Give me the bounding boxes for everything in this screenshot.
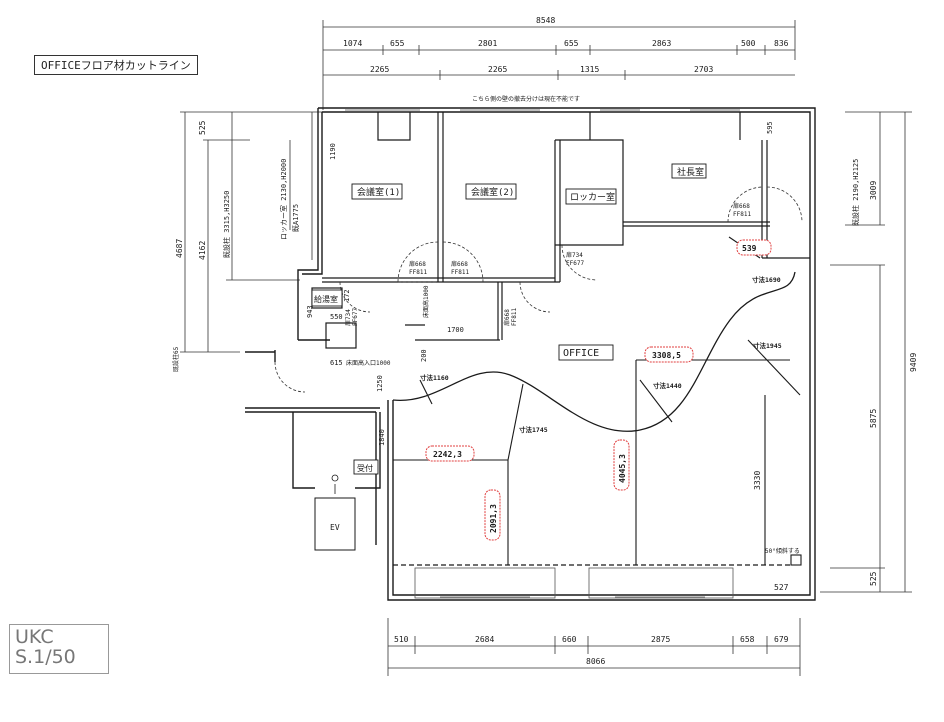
dim-top-r1-f: 500 xyxy=(741,39,756,48)
marked-dim-3308: 3308,5 xyxy=(652,351,681,360)
dim-left-w1: 既A1775 xyxy=(292,204,300,232)
dim-left-w2: 1190 xyxy=(329,143,337,160)
dim-bottom-total: 8066 xyxy=(586,657,605,666)
marked-dim-2091: 2091,3 xyxy=(489,504,498,533)
room-ev: EV xyxy=(330,523,340,532)
dim-left-outer: 4687 xyxy=(175,239,184,258)
dim-left-column: 既設柱 3315,H3250 xyxy=(222,191,231,258)
dim-right-low: 525 xyxy=(869,571,878,586)
dim-1840: 1840 xyxy=(378,429,386,446)
dim-top-r1-a: 1074 xyxy=(343,39,362,48)
door-label-1b: FF811 xyxy=(409,269,427,276)
door-label-5a: 扉734 xyxy=(566,251,583,259)
dim-943: 943 xyxy=(306,305,314,318)
dim-left-inner: 4162 xyxy=(198,241,207,260)
scale-line-company: UKC xyxy=(15,626,54,648)
dim-left-locker: ロッカー室 2130,H2000 xyxy=(279,159,288,240)
room-office: OFFICE xyxy=(563,348,599,359)
corner-note: 50°傾斜する xyxy=(765,547,800,555)
door-label-2b: FF811 xyxy=(451,269,469,276)
dim-right-outer: 9409 xyxy=(909,353,918,372)
marked-dim-4045: 4045,3 xyxy=(618,454,627,483)
room-reception: 受付 xyxy=(357,463,373,473)
sensor-icon xyxy=(331,474,339,482)
door-label-4a: 扉668 xyxy=(503,309,511,326)
scale-stamp: UKC S.1/50 xyxy=(9,624,109,674)
left-dimension-group xyxy=(180,111,322,353)
curved-cut-line xyxy=(392,271,796,432)
marked-dim-539: 539 xyxy=(742,244,757,253)
dim-bottom-a: 510 xyxy=(394,635,409,644)
office-subdivision xyxy=(393,236,802,566)
dim-left-top: 525 xyxy=(198,120,207,135)
dim-top-r1-e: 2863 xyxy=(652,39,671,48)
room-label-boxes xyxy=(311,163,707,475)
dim-top-r1-b: 655 xyxy=(390,39,405,48)
door-label-2a: 扉668 xyxy=(451,260,468,268)
curve-label-1945: 寸法1945 xyxy=(753,341,782,350)
curve-label-1440: 寸法1440 xyxy=(653,381,682,390)
dim-595: 595 xyxy=(766,121,774,134)
dim-1700: 1700 xyxy=(447,326,464,334)
dim-172: 172 xyxy=(343,289,351,302)
door-swings xyxy=(274,186,803,393)
curve-label-1690: 寸法1690 xyxy=(752,275,781,284)
marked-dim-2242: 2242,3 xyxy=(433,450,462,459)
room-locker: ロッカー室 xyxy=(570,191,615,203)
drawing-title: OFFICEフロア材カットライン xyxy=(34,55,198,75)
dim-top-r2-a: 2265 xyxy=(370,65,389,74)
dim-bottom-f: 679 xyxy=(774,635,789,644)
dim-top-r2-b: 2265 xyxy=(488,65,507,74)
bottom-dimension-group xyxy=(387,618,801,676)
dim-1250: 1250 xyxy=(376,375,384,392)
dim-bottom-b: 2684 xyxy=(475,635,494,644)
dim-top-r2-c: 1315 xyxy=(580,65,599,74)
dim-3330: 3330 xyxy=(753,471,762,490)
dim-top-r1-g: 836 xyxy=(774,39,789,48)
dim-floor-1000b: 床面高入口1000 xyxy=(346,359,391,367)
dim-527: 527 xyxy=(774,583,789,592)
dim-bottom-e: 658 xyxy=(740,635,755,644)
outer-walls xyxy=(245,107,816,601)
room-meeting2: 会議室(2) xyxy=(471,186,514,198)
elevator-box xyxy=(314,497,356,551)
dim-right-wall: 既設柱 2190,H2125 xyxy=(851,159,860,226)
bottom-windows xyxy=(414,567,734,599)
dim-bottom-d: 2875 xyxy=(651,635,670,644)
dim-right-mid: 5875 xyxy=(869,409,878,428)
door-label-6b: FF811 xyxy=(733,211,751,218)
top-note: こちら側の壁の撤去分けは現在不能です xyxy=(472,95,580,103)
right-dimension-group xyxy=(820,111,912,593)
revision-clouds xyxy=(425,239,772,541)
door-label-1a: 扉668 xyxy=(409,260,426,268)
curve-label-1745: 寸法1745 xyxy=(519,425,548,434)
room-meeting1: 会議室(1) xyxy=(357,186,400,198)
dim-550: 550 xyxy=(330,313,343,321)
top-dimension-group xyxy=(322,20,796,110)
curve-label-1160: 寸法1160 xyxy=(420,373,449,382)
door-label-3b: FF677 xyxy=(352,308,359,326)
room-president: 社長室 xyxy=(677,166,704,178)
scale-line-ratio: S.1/50 xyxy=(15,646,76,668)
door-label-5b: FF677 xyxy=(566,260,584,267)
door-label-4b: FF811 xyxy=(511,308,518,326)
dim-left-bottom: 既設柱65 xyxy=(172,346,180,372)
dim-floor-1000a: 床面高1000 xyxy=(422,285,430,318)
dim-bottom-c: 660 xyxy=(562,635,577,644)
dim-615: 615 xyxy=(330,359,343,367)
dim-top-r1-c: 2801 xyxy=(478,39,497,48)
door-label-3a: 扉734 xyxy=(344,309,352,326)
door-label-6a: 扉668 xyxy=(733,202,750,210)
interior-walls xyxy=(311,112,810,349)
room-storage: 給湯室 xyxy=(314,294,338,304)
dim-right-upper: 3009 xyxy=(869,181,878,200)
dim-200: 200 xyxy=(420,349,428,362)
dim-top-r1-d: 655 xyxy=(564,39,579,48)
dim-top-r2-d: 2703 xyxy=(694,65,713,74)
dim-top-total: 8548 xyxy=(536,16,555,25)
